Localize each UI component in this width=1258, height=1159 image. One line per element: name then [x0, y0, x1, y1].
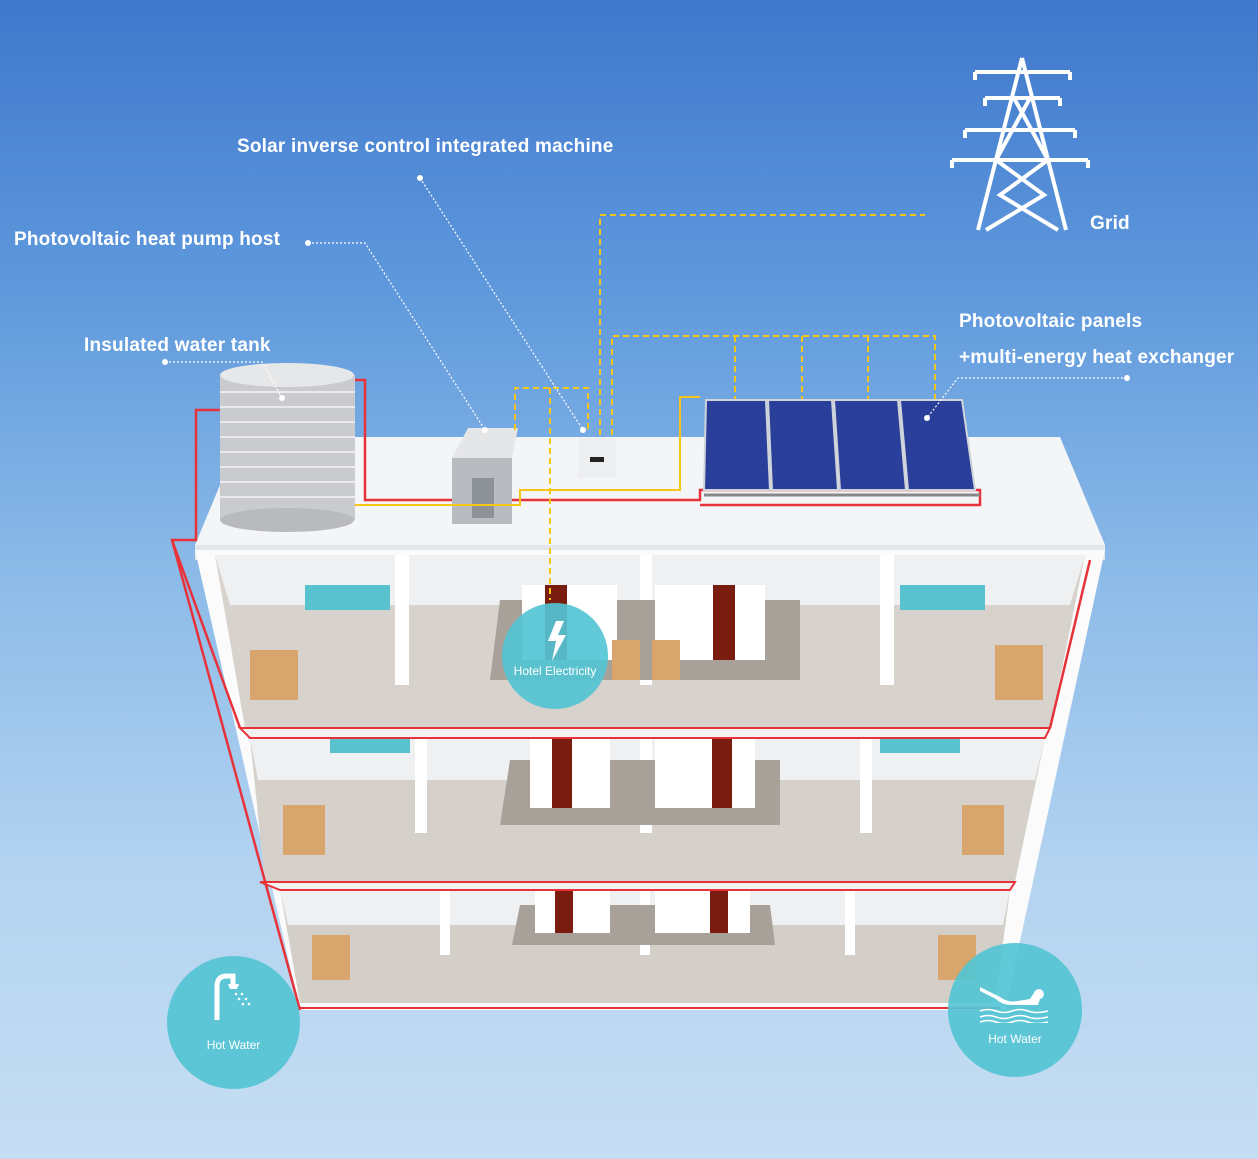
hot-water-pipes — [170, 378, 1092, 1011]
heat-pump-host — [452, 428, 518, 524]
badge-label: Hot Water — [206, 1038, 261, 1052]
pv-panels-label: Photovoltaic panels — [959, 311, 1143, 332]
badge-label: Hot Water — [988, 1032, 1042, 1046]
solar-panels — [702, 399, 980, 497]
hot-water-pool-badge: Hot Water — [948, 943, 1082, 1077]
shower-icon — [214, 973, 251, 1020]
grid-label: Grid — [1090, 213, 1130, 234]
lightning-icon — [548, 621, 566, 661]
leader-lines — [165, 177, 1127, 431]
badge-label: Hotel Electricity — [513, 664, 597, 678]
hotel-electricity-badge: Hotel Electricity — [502, 603, 608, 709]
grid-tower-icon — [950, 57, 1090, 232]
hotel-floors — [215, 555, 1085, 1003]
inverter-machine — [578, 438, 616, 478]
solar-inverse-label: Solar inverse control integrated machine — [237, 136, 614, 157]
swimmer-icon — [979, 987, 1049, 1023]
power-lines — [355, 214, 936, 600]
hot-water-shower-badge: Hot Water — [167, 956, 300, 1089]
heat-exchanger-label: +multi-energy heat exchanger — [959, 347, 1235, 368]
water-tank-label: Insulated water tank — [84, 335, 271, 356]
leader-dots — [162, 175, 1130, 433]
water-tank — [220, 363, 355, 532]
heat-pump-host-label: Photovoltaic heat pump host — [14, 229, 281, 250]
